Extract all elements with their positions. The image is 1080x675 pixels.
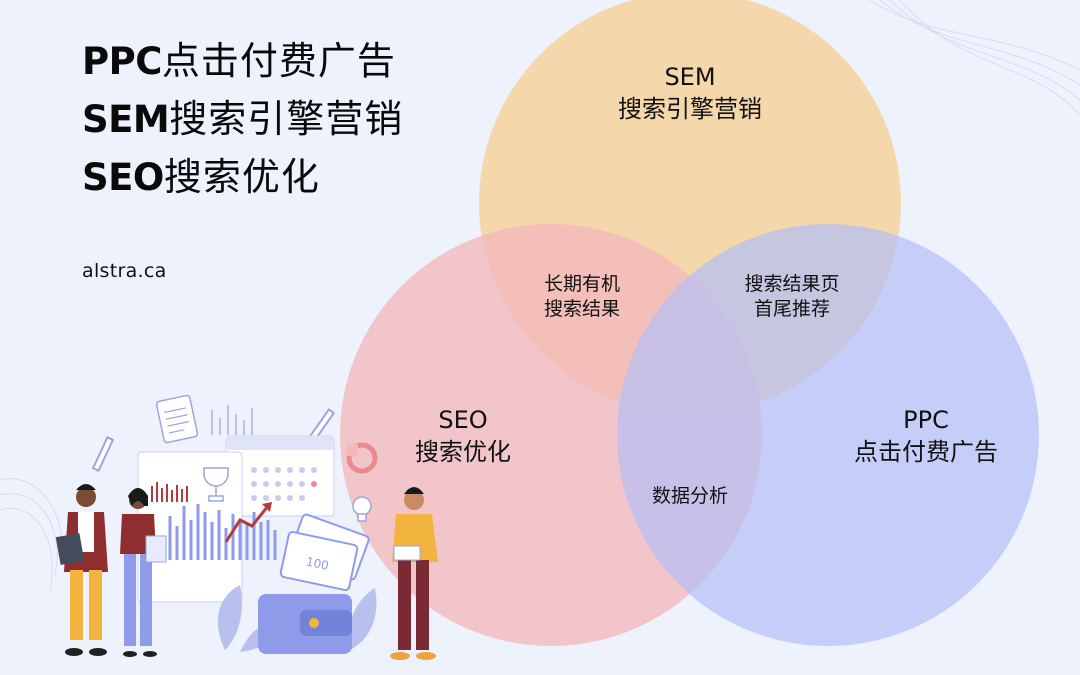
heading: PPC 点击付费广告 SEM 搜索引擎营销 SEO 搜索优化 [82, 30, 403, 204]
heading-line-ppc: PPC 点击付费广告 [82, 30, 403, 88]
person-woman [120, 488, 167, 657]
ppc-label-abbr: PPC [903, 406, 949, 434]
ppc-label: PPC 点击付费广告 [854, 405, 998, 468]
overlap-line-2: 首尾推荐 [753, 298, 831, 321]
trend-arrow-icon [224, 505, 270, 543]
sem-seo-overlap-label: 长期有机 搜索结果 [544, 272, 620, 322]
ppc-label-text: 点击付费广告 [854, 437, 998, 466]
heading-text: 搜索优化 [163, 155, 320, 199]
sem-label-abbr: SEM [664, 63, 716, 91]
seo-label-text: 搜索优化 [415, 437, 511, 466]
heading-line-seo: SEO 搜索优化 [82, 146, 403, 204]
seo-ppc-overlap-label: 数据分析 [652, 484, 728, 509]
ppc-circle [617, 224, 1039, 646]
money-label: 100 [305, 554, 330, 572]
overlap-line-1: 数据分析 [651, 485, 729, 507]
heading-abbr: PPC [82, 40, 162, 83]
overlap-line-1: 搜索结果页 [744, 273, 840, 295]
business-illustration: 100 [55, 394, 438, 660]
person-man [55, 484, 108, 656]
heading-text: 点击付费广告 [161, 39, 396, 83]
sem-ppc-overlap-label: 搜索结果页 首尾推荐 [744, 272, 839, 322]
person-thinking [390, 487, 438, 660]
refresh-icon [346, 442, 378, 474]
seo-label-abbr: SEO [438, 406, 488, 434]
money-bills: 100 [279, 513, 370, 592]
seo-label: SEO 搜索优化 [415, 405, 511, 468]
site-url: alstra.ca [82, 260, 167, 282]
heading-abbr: SEO [82, 156, 164, 199]
calendar-board [225, 435, 335, 517]
heading-text: 搜索引擎营销 [169, 97, 404, 141]
heading-line-sem: SEM 搜索引擎营销 [82, 88, 403, 146]
wallet-icon [258, 594, 352, 654]
overlap-line-1: 长期有机 [543, 273, 621, 295]
trophy-icon [203, 467, 229, 502]
bars-icon [211, 405, 253, 435]
lightbulb-icon [352, 496, 372, 522]
overlap-line-2: 搜索结果 [543, 298, 621, 321]
sem-label-text: 搜索引擎营销 [618, 94, 762, 123]
heading-abbr: SEM [82, 98, 170, 141]
clipboard-icon [155, 394, 199, 444]
sem-label: SEM 搜索引擎营销 [618, 62, 762, 125]
pencil-icon [91, 435, 115, 473]
